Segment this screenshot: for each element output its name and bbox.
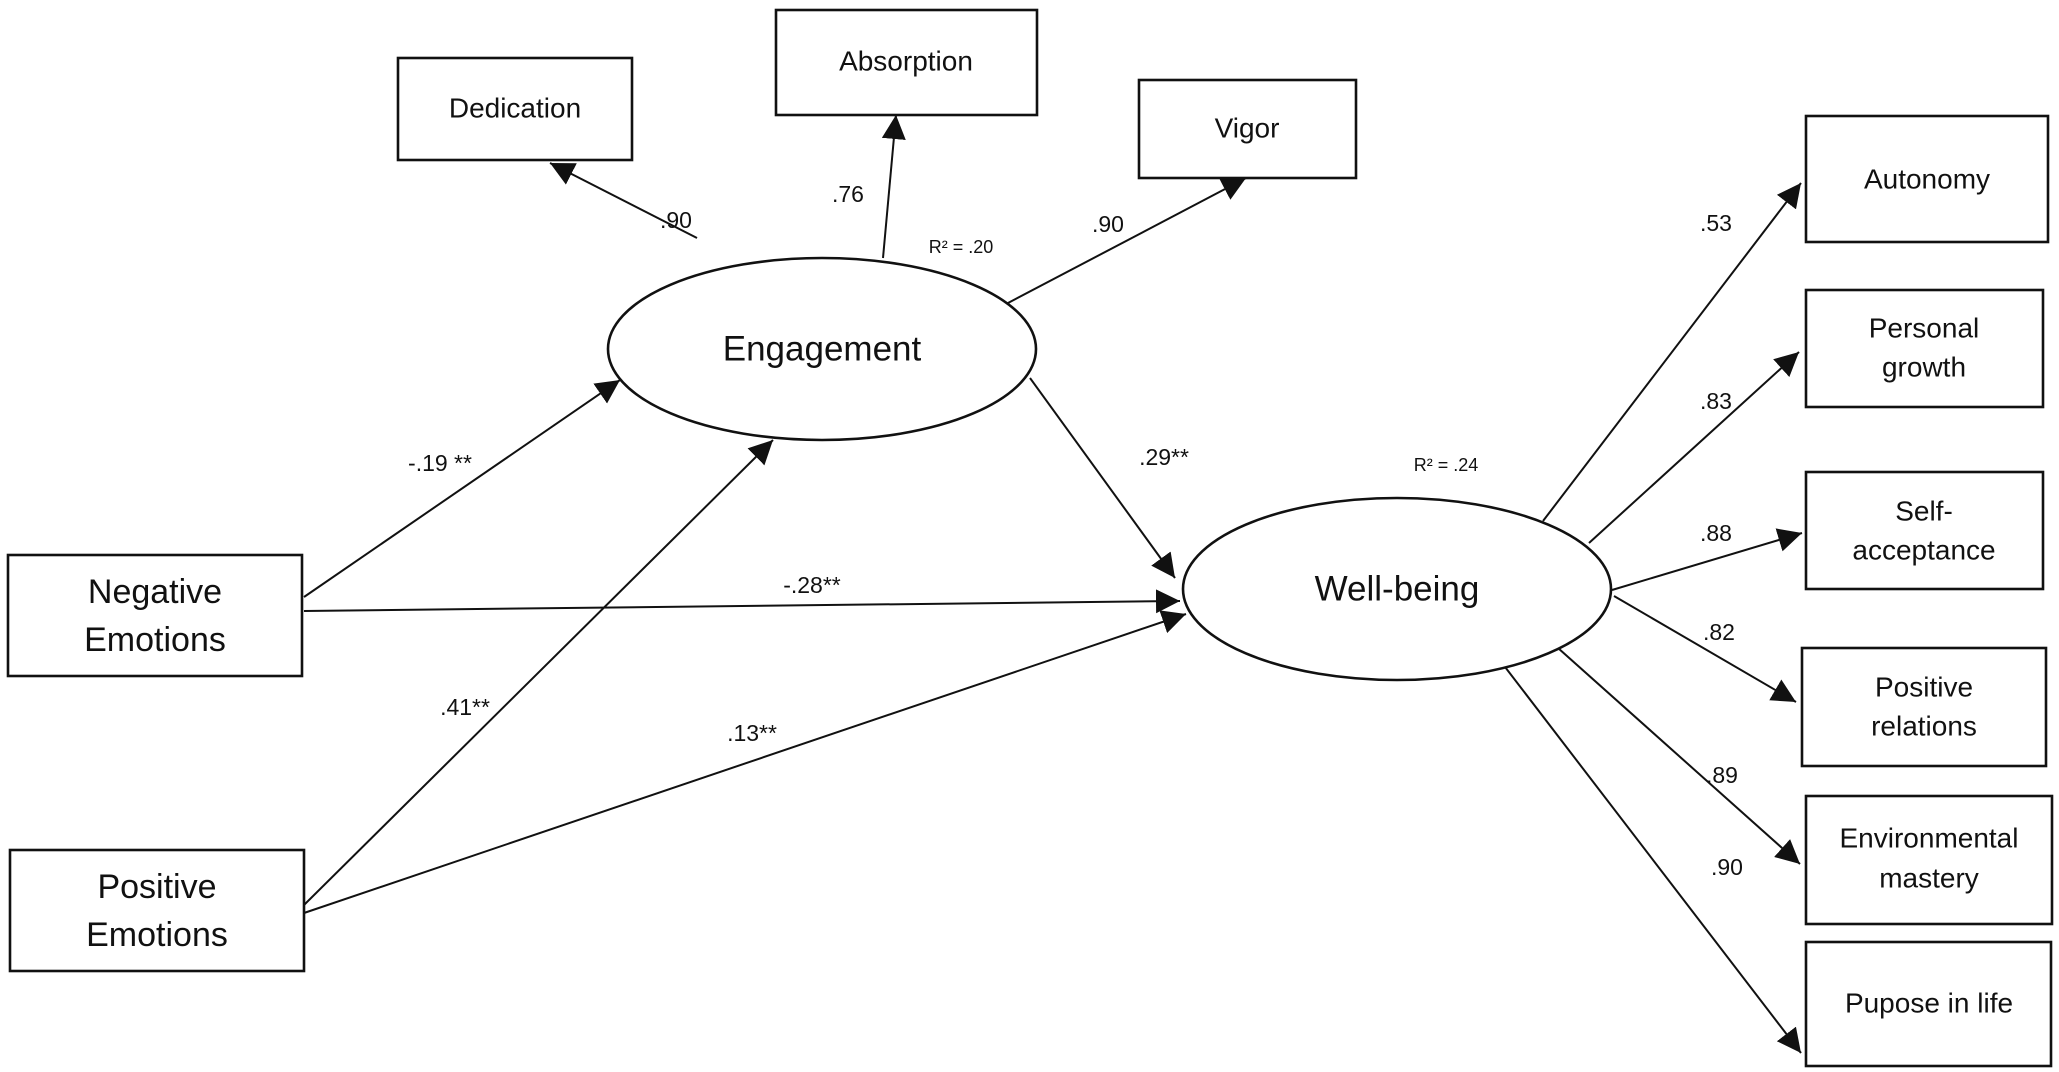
coefficients: .90 .76 .90 -.19 ** .41** .29** -.28** .… (408, 181, 1743, 880)
edges (303, 114, 1803, 1054)
edge-engagement-wellbeing (1029, 377, 1176, 579)
node-wellbeing: Well-being (1181, 496, 1613, 682)
positive-emotions-label-line2: Emotions (86, 916, 228, 954)
positive-relations-label-line1: Positive (1875, 671, 1973, 702)
edge-engagement-dedication (549, 162, 698, 239)
coef-wellbeing-environmental-mastery: .89 (1706, 762, 1738, 788)
absorption-label: Absorption (839, 45, 973, 76)
node-purpose-in-life: Pupose in life (1804, 940, 2053, 1068)
coef-positive-engagement: .41** (440, 694, 490, 720)
edge-wellbeing-positive-relations (1613, 595, 1797, 703)
coef-engagement-vigor: .90 (1092, 211, 1124, 237)
engagement-r2-label: R² = .20 (929, 237, 994, 257)
personal-growth-label-line1: Personal (1869, 312, 1980, 343)
node-autonomy: Autonomy (1804, 114, 2050, 244)
engagement-label: Engagement (723, 329, 922, 368)
edge-positive-engagement (303, 439, 774, 906)
edge-negative-wellbeing (303, 589, 1181, 614)
node-environmental-mastery: Environmental mastery (1804, 794, 2054, 926)
coef-engagement-dedication: .90 (660, 207, 692, 233)
coef-positive-wellbeing: .13** (727, 720, 777, 746)
edge-positive-wellbeing (303, 610, 1187, 914)
coef-wellbeing-autonomy: .53 (1700, 210, 1732, 236)
purpose-in-life-label: Pupose in life (1845, 987, 2013, 1018)
wellbeing-label: Well-being (1315, 569, 1480, 608)
environmental-mastery-label-line2: mastery (1879, 862, 1979, 893)
vigor-label: Vigor (1215, 112, 1280, 143)
coef-engagement-wellbeing: .29** (1139, 444, 1189, 470)
edge-wellbeing-purpose-in-life (1501, 662, 1802, 1054)
node-absorption: Absorption (774, 8, 1039, 117)
wellbeing-r2-label: R² = .24 (1414, 455, 1479, 475)
node-positive-emotions: Positive Emotions (8, 848, 306, 973)
edge-wellbeing-environmental-mastery (1557, 647, 1801, 865)
coef-negative-wellbeing: -.28** (783, 572, 841, 598)
dedication-label: Dedication (449, 92, 581, 123)
coef-wellbeing-positive-relations: .82 (1703, 619, 1735, 645)
self-acceptance-label-line2: acceptance (1852, 534, 1995, 565)
node-engagement: Engagement (606, 256, 1038, 442)
coef-negative-engagement: -.19 ** (408, 450, 472, 476)
environmental-mastery-label-line1: Environmental (1840, 822, 2019, 853)
edge-engagement-absorption (881, 114, 906, 259)
coef-wellbeing-self-acceptance: .88 (1700, 520, 1732, 546)
positive-emotions-label-line1: Positive (97, 868, 216, 906)
node-vigor: Vigor (1137, 78, 1358, 180)
coef-wellbeing-personal-growth: .83 (1700, 388, 1732, 414)
self-acceptance-label-line1: Self- (1895, 495, 1953, 526)
edge-engagement-vigor (1007, 177, 1247, 304)
edge-wellbeing-self-acceptance (1611, 528, 1803, 591)
personal-growth-label-line2: growth (1882, 351, 1966, 382)
node-negative-emotions: Negative Emotions (6, 553, 304, 678)
edge-negative-engagement (303, 379, 621, 598)
node-positive-relations: Positive relations (1800, 646, 2048, 768)
negative-emotions-label-line2: Emotions (84, 621, 226, 659)
negative-emotions-label-line1: Negative (88, 573, 222, 611)
coef-engagement-absorption: .76 (832, 181, 864, 207)
edge-wellbeing-personal-growth (1588, 351, 1800, 544)
node-personal-growth: Personal growth (1804, 288, 2045, 409)
positive-relations-label-line2: relations (1871, 710, 1977, 741)
node-dedication: Dedication (396, 56, 634, 162)
coef-wellbeing-purpose-in-life: .90 (1711, 854, 1743, 880)
autonomy-label: Autonomy (1864, 163, 1990, 194)
node-self-acceptance: Self- acceptance (1804, 470, 2045, 591)
edge-wellbeing-autonomy (1542, 182, 1802, 522)
